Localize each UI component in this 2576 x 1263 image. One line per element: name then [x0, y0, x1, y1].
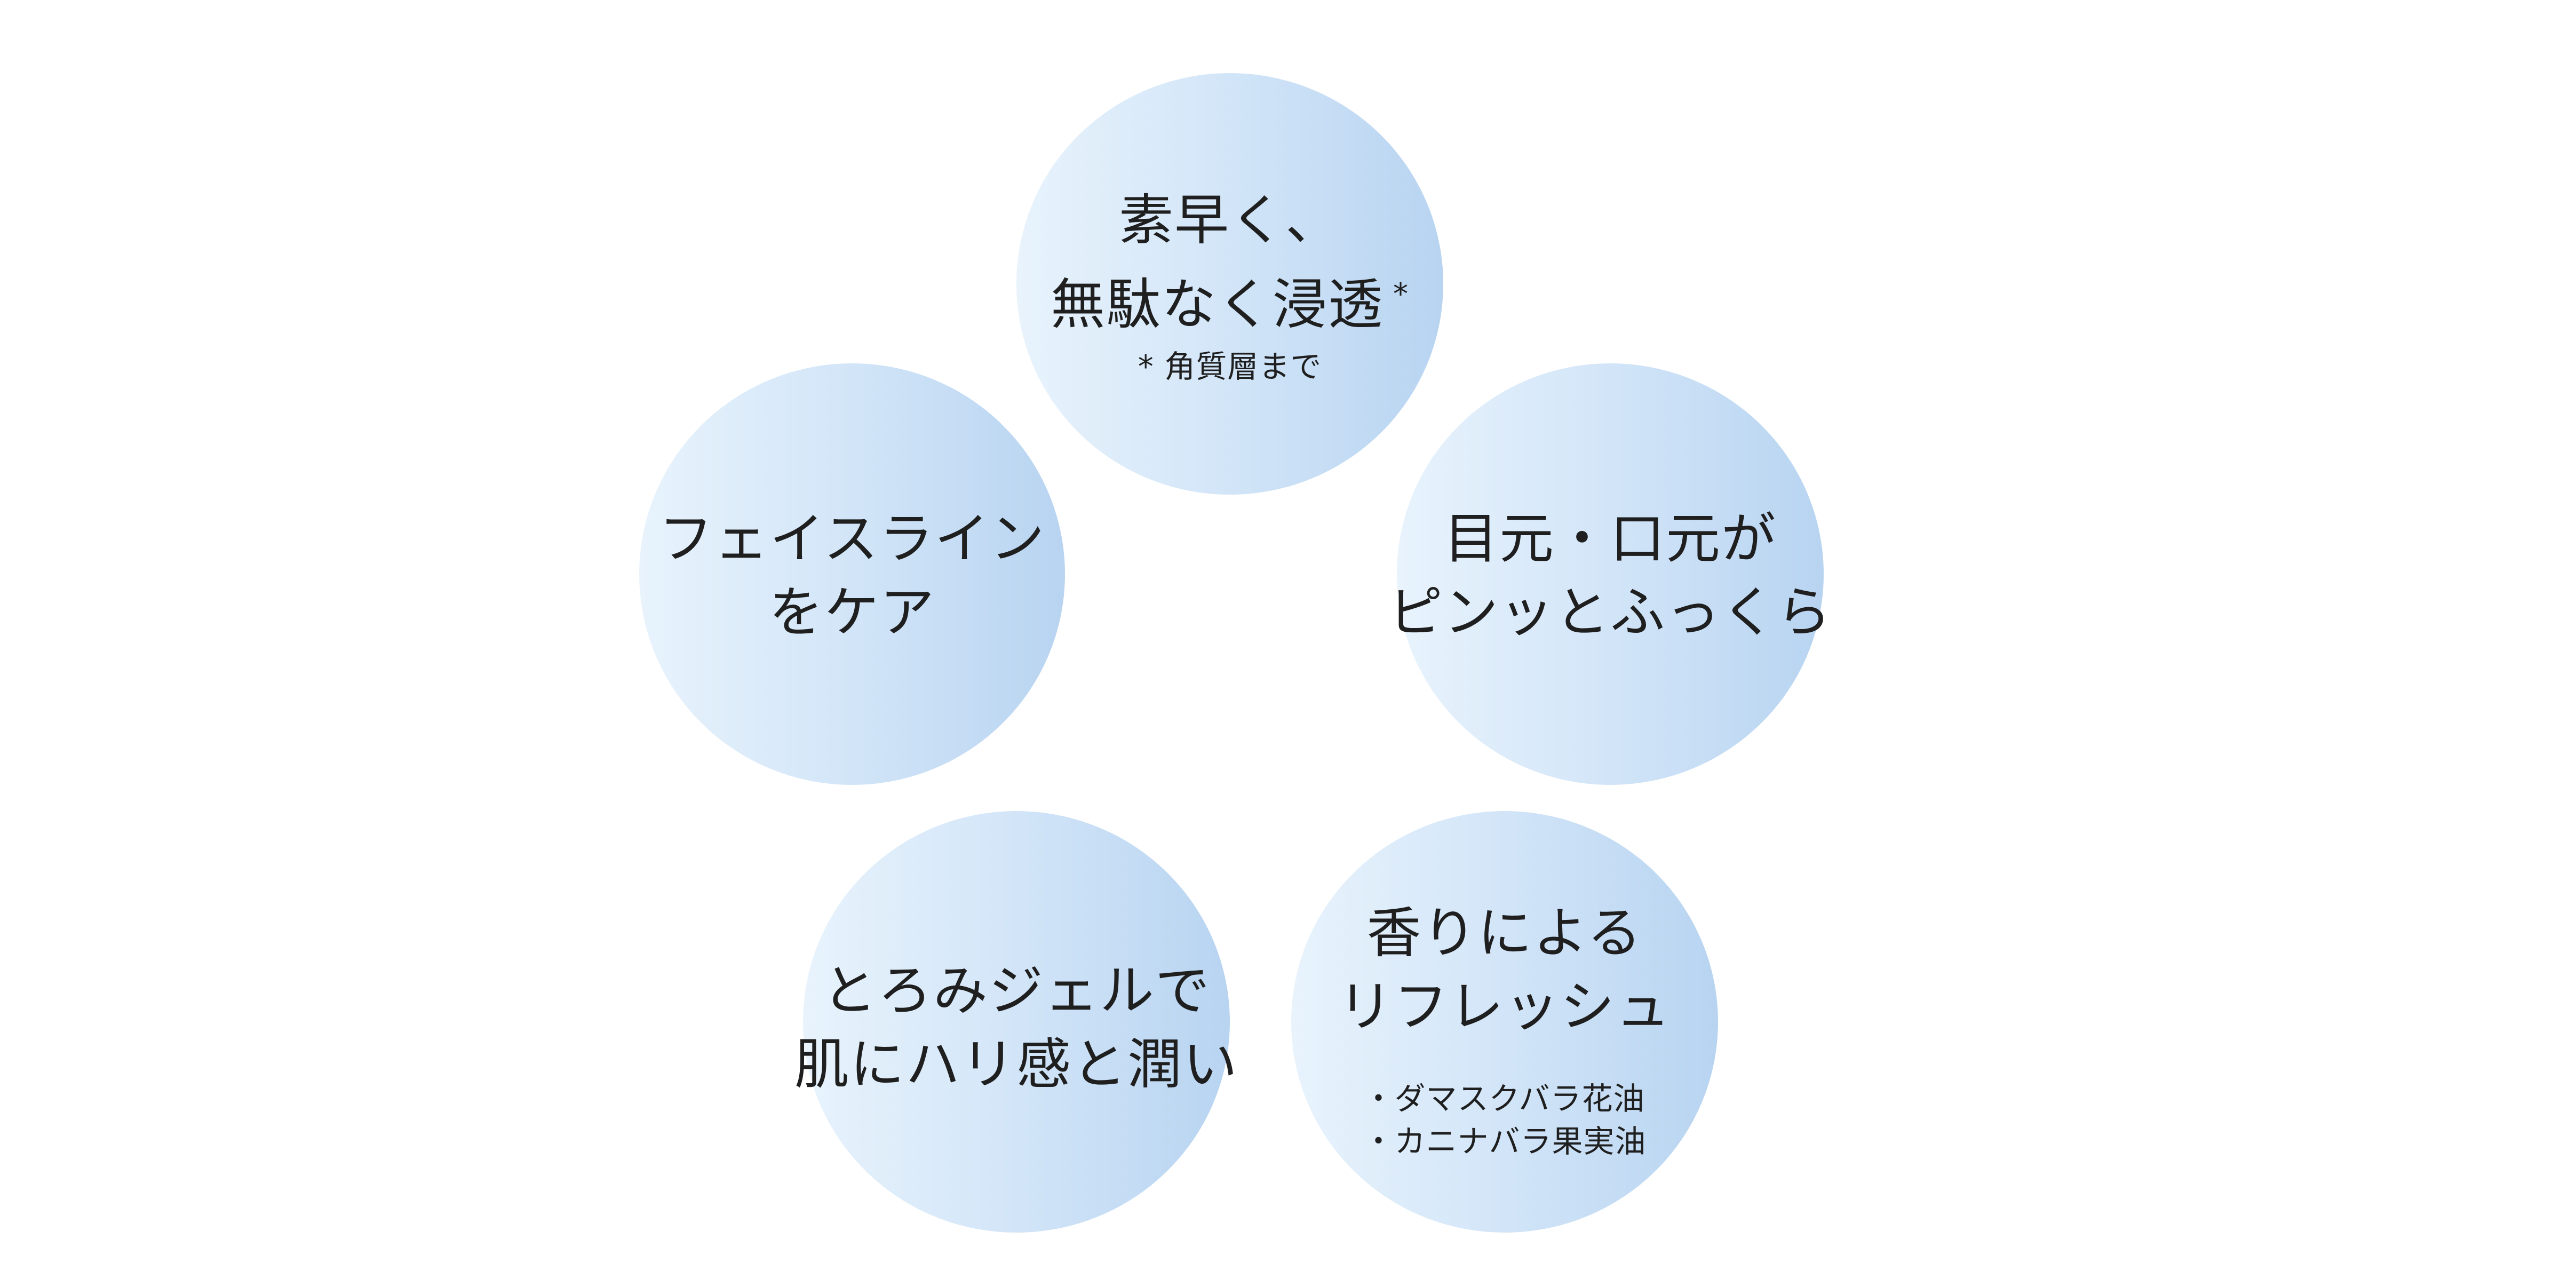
- feature-title-line-2: リフレッシュ: [1338, 975, 1671, 1039]
- feature-title: フェイスライン をケア: [659, 503, 1046, 650]
- feature-title-line-2: ピンッとふっくら: [1388, 581, 1832, 645]
- feature-title-line-1: フェイスライン: [658, 507, 1046, 571]
- feature-bubble-fragrance: 香りによる リフレッシュ ・ダマスクバラ花油 ・カニナバラ果実油: [1291, 811, 1718, 1233]
- feature-title: とろみジェルで 肌にハリ感と潤い: [794, 955, 1238, 1102]
- feature-title-line-1: 目元・口元が: [1444, 507, 1777, 571]
- feature-title-line-2: 肌にハリ感と潤い: [794, 1033, 1238, 1097]
- feature-title: 素早く、 無駄なく浸透 *: [1051, 184, 1409, 342]
- feature-bubble-penetration: 素早く、 無駄なく浸透 * * 角質層まで: [1016, 73, 1443, 495]
- feature-title-line-1: 素早く、: [1119, 189, 1341, 252]
- ingredient-item: ・ダマスクバラ花油: [1363, 1081, 1645, 1117]
- footnote-mark: *: [1393, 277, 1409, 312]
- feature-title-line-2: 無駄なく浸透 *: [1051, 258, 1409, 342]
- ingredient-item: ・カニナバラ果実油: [1363, 1123, 1647, 1159]
- feature-title: 目元・口元が ピンッとふっくら: [1388, 503, 1832, 650]
- feature-title-line-1: 香りによる: [1366, 902, 1643, 965]
- feature-title-line-2-text: 無駄なく浸透: [1051, 273, 1384, 337]
- feature-title: 香りによる リフレッシュ: [1338, 897, 1671, 1044]
- feature-title-line-1: とろみジェルで: [822, 959, 1211, 1023]
- feature-title-line-2: をケア: [768, 581, 935, 645]
- footnote-text: * 角質層まで: [1138, 348, 1322, 385]
- ingredient-list: ・ダマスクバラ花油 ・カニナバラ果実油: [1363, 1077, 1646, 1163]
- feature-bubble-faceline: フェイスライン をケア: [639, 363, 1065, 785]
- feature-bubble-eye-mouth: 目元・口元が ピンッとふっくら: [1388, 363, 1831, 785]
- feature-bubble-gel: とろみジェルで 肌にハリ感と潤い: [794, 811, 1237, 1233]
